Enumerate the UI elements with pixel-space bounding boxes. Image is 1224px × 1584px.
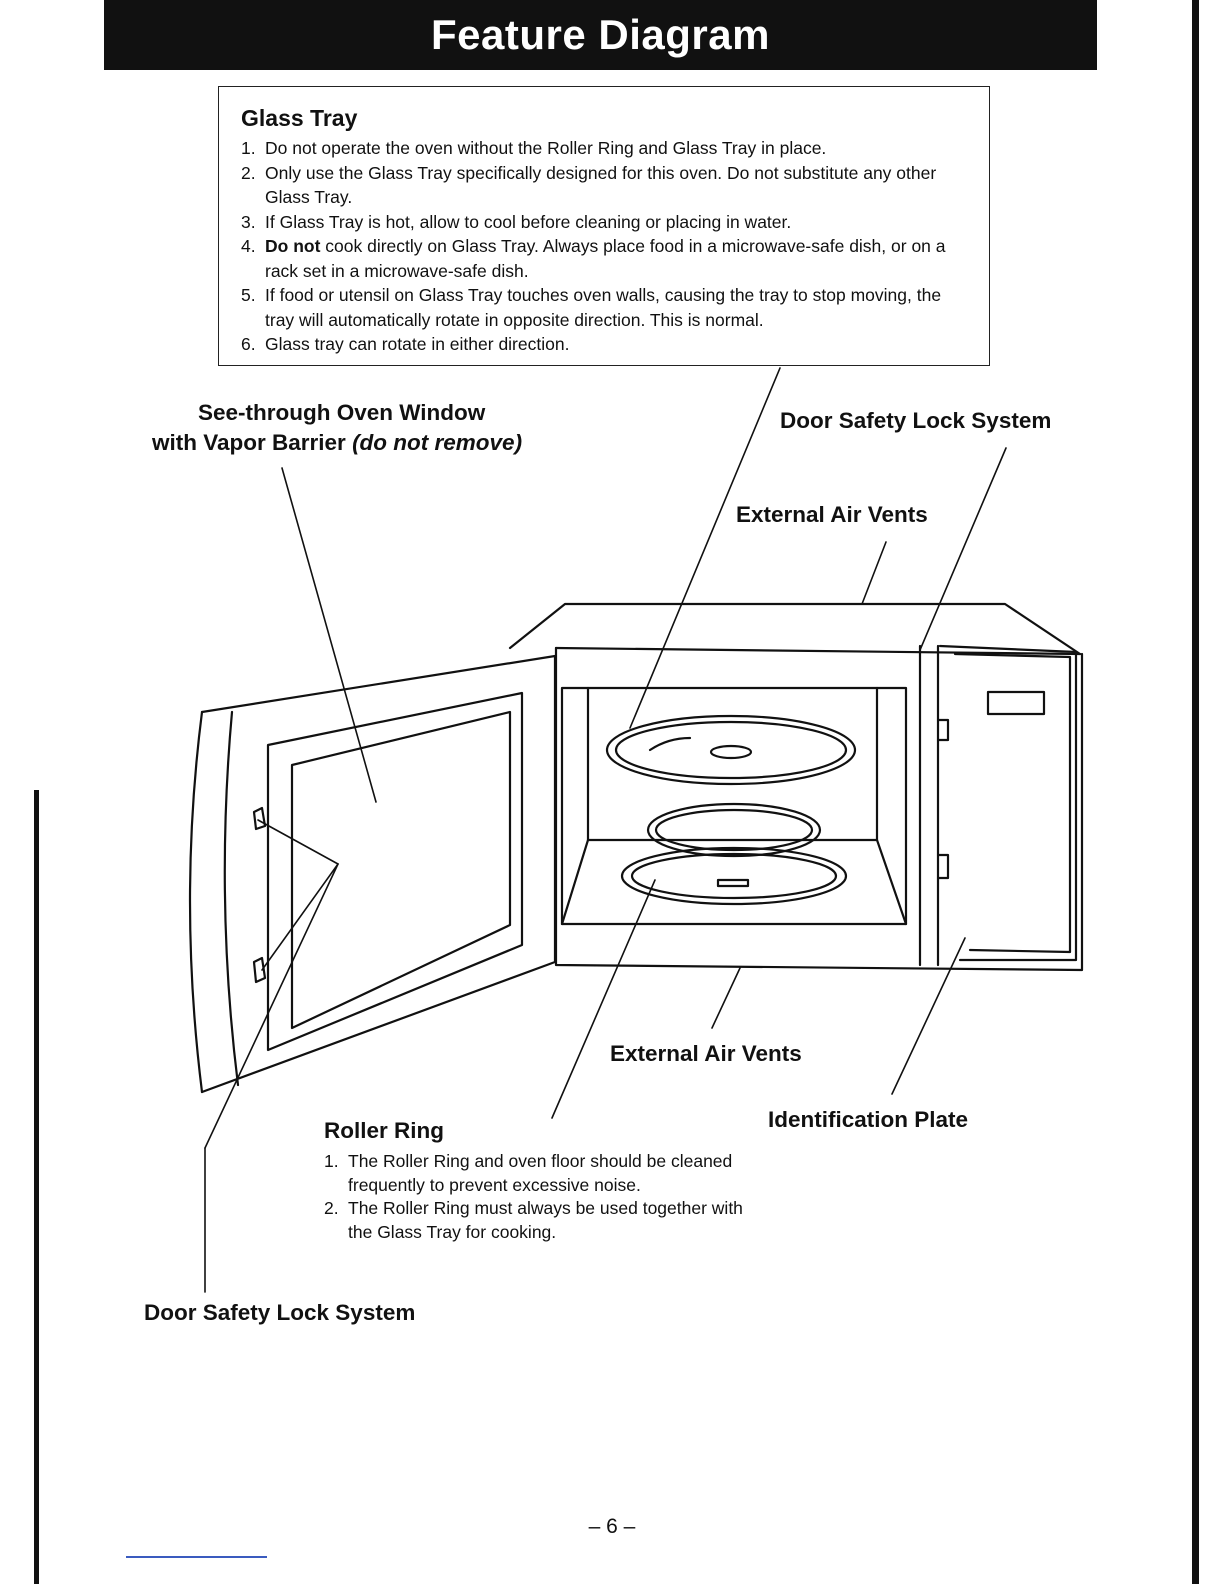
page-title: Feature Diagram [431,11,770,58]
item-number: 6. [241,334,256,354]
page-header: Feature Diagram [104,0,1097,70]
item-text: The Roller Ring and oven floor should be… [348,1151,733,1195]
oven-cabinet [508,602,1084,972]
glass-tray-item: 1. Do not operate the oven without the Ro… [241,136,969,161]
item-number: 1. [241,138,256,158]
label-vapor-barrier-note: (do not remove) [352,430,523,455]
item-number: 3. [241,211,256,232]
roller-ring-item: 1. The Roller Ring and oven floor should … [324,1150,744,1197]
glass-tray-list: 1. Do not operate the oven without the Ro… [241,136,969,357]
left-edge-rule [34,790,39,1584]
item-number: 2. [241,162,256,183]
open-door [188,654,557,1094]
glass-tray-item: 4. Do not cook directly on Glass Tray. Al… [241,234,969,283]
glass-tray-item: 5. If food or utensil on Glass Tray touch… [241,283,969,332]
leader-lines [204,367,1007,1293]
label-door-lock-top: Door Safety Lock System [780,408,1052,433]
item-text: Do not operate the oven without the Roll… [265,138,827,158]
label-vapor-barrier: with Vapor Barrier (do not remove) [152,428,522,458]
glass-tray-item: 6. Glass tray can rotate in either direct… [241,332,969,357]
item-text: If Glass Tray is hot, allow to cool befo… [265,211,792,232]
label-identification-plate: Identification Plate [768,1107,969,1132]
item-text: Glass tray can rotate in either directio… [265,334,570,354]
label-vapor-barrier-text: with Vapor Barrier [152,430,353,455]
item-text: cook directly on Glass Tray. Always plac… [265,236,946,281]
item-number: 1. [324,1151,339,1171]
item-number: 4. [241,236,256,256]
roller-ring-heading: Roller Ring [324,1118,445,1143]
page-number: – 6 – [588,1515,636,1538]
footer-rule [126,1556,267,1558]
item-number: 5. [241,285,256,305]
glass-tray-item: 2. Only use the Glass Tray specifically d… [241,161,969,210]
glass-tray-drawing [605,714,857,786]
glass-tray-item: 3. If Glass Tray is hot, allow to cool be… [241,210,969,235]
roller-ring-notes: Roller Ring 1. The Roller Ring and oven f… [324,1118,744,1244]
roller-ring-item: 2. The Roller Ring must always be used to… [324,1197,744,1244]
glass-tray-box: Glass Tray 1. Do not operate the oven wit… [218,86,990,366]
item-text: Only use the Glass Tray specifically des… [265,162,937,208]
roller-ring-drawing [620,802,848,906]
label-oven-window: See-through Oven Window [198,400,486,425]
glass-tray-heading: Glass Tray [241,105,358,131]
item-text: If food or utensil on Glass Tray touches… [265,285,942,330]
label-air-vents-top: External Air Vents [736,502,928,527]
label-door-lock-bottom: Door Safety Lock System [144,1300,416,1325]
label-air-vents-bottom: External Air Vents [610,1041,802,1066]
item-text: The Roller Ring must always be used toge… [348,1198,743,1242]
right-edge-rule [1192,0,1199,1584]
roller-ring-list: 1. The Roller Ring and oven floor should … [324,1150,744,1244]
item-emphasis: Do not [265,236,321,256]
item-number: 2. [324,1198,339,1218]
